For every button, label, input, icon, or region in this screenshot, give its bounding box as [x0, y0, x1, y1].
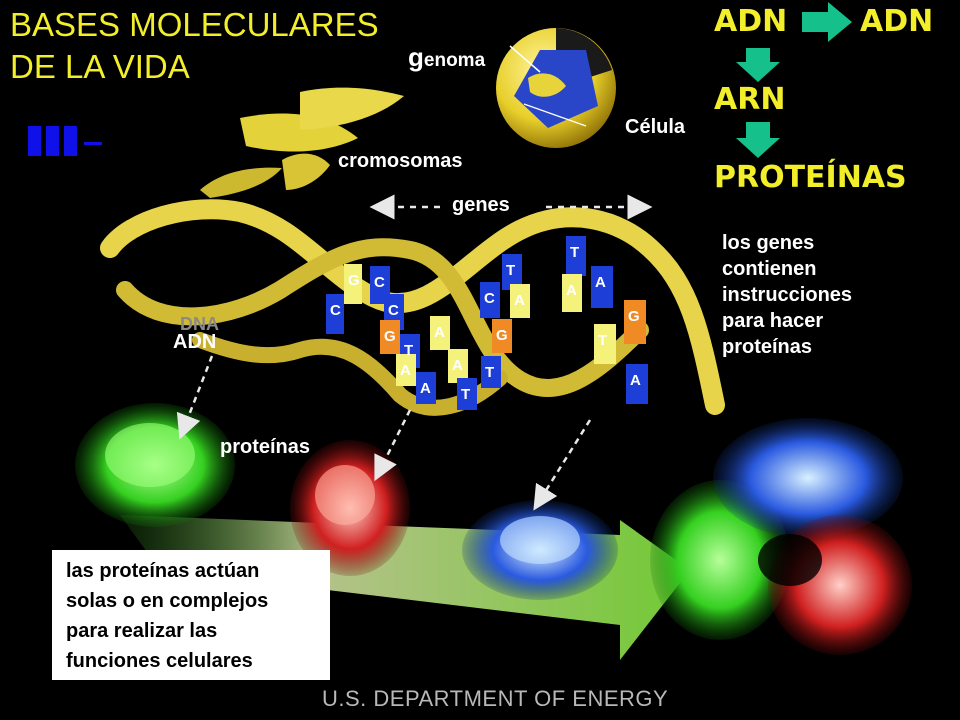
dna-base-letter: T: [485, 364, 495, 381]
flow-rna: ARN: [714, 82, 786, 117]
dna-base-rung: [510, 284, 530, 318]
genes-note-line: contienen: [722, 258, 817, 280]
label-cell: Célula: [625, 116, 686, 138]
helix-icon: [100, 199, 725, 416]
chromosome-icon: [200, 87, 404, 198]
protein-blob-icon: [462, 500, 618, 600]
label-genome-rest: enoma: [423, 50, 486, 71]
dna-base-rung: [624, 300, 646, 344]
protein-blob-icon: [75, 403, 235, 527]
dna-base-rung: [562, 274, 582, 312]
pointer-arrow: [533, 419, 592, 511]
protein-note-line: funciones celulares: [66, 650, 253, 672]
dna-base-letter: G: [348, 272, 360, 289]
label-dna: ADN: [173, 331, 217, 353]
dna-base-rung: [492, 319, 512, 353]
protein-blob-icon: [290, 440, 410, 576]
dna-base-letter: T: [506, 262, 516, 279]
dna-base-rung: [416, 372, 436, 404]
dna-base-letter: T: [461, 386, 471, 403]
label-genome: genoma: [408, 42, 485, 73]
flow-dna-left: ADN: [714, 4, 788, 39]
dna-base-rung: [502, 254, 522, 290]
dna-base-letter: A: [514, 292, 525, 309]
dna-base-letter: A: [595, 274, 606, 291]
label-proteins: proteínas: [220, 436, 311, 458]
dna-base-rung: [566, 236, 586, 276]
dna-base-rung: [591, 266, 613, 308]
dna-base-rung: [430, 316, 450, 350]
logo-bars-icon: [28, 126, 102, 156]
dna-base-letter: T: [404, 342, 414, 359]
dna-base-rung: [380, 320, 400, 354]
label-dna-faded: DNA: [180, 314, 219, 334]
dna-base-rung: [344, 264, 362, 304]
pointer-arrow: [176, 355, 214, 440]
flow-arrow-right-icon: [802, 2, 852, 42]
dna-base-letter: A: [452, 357, 463, 374]
dna-base-letter: A: [630, 372, 641, 389]
protein-note-line: para realizar las: [66, 620, 218, 642]
genes-note-line: proteínas: [722, 336, 813, 358]
genes-note-line: los genes: [722, 232, 815, 254]
dna-base-letter: G: [628, 308, 640, 325]
dna-base-letter: T: [598, 332, 608, 349]
genes-note: los genes contienen instrucciones para h…: [722, 230, 852, 360]
flow-dna-right: ADN: [860, 4, 934, 39]
dna-base-letter: A: [420, 380, 431, 397]
protein-note-box: las proteínas actúan solas o en complejo…: [52, 550, 330, 680]
dna-base-letter: G: [384, 328, 396, 345]
cell-icon: [496, 28, 616, 148]
slide-title-line1: BASES MOLECULARES: [10, 6, 379, 43]
dna-base-rung: [481, 356, 501, 388]
protein-note-line: solas o en complejos: [66, 590, 269, 612]
protein-complex-icon: [650, 418, 912, 655]
dna-base-letter: T: [570, 244, 580, 261]
dna-base-rung: [326, 294, 344, 334]
dna-base-rung: [594, 324, 616, 364]
dna-base-rung: [480, 282, 500, 318]
slide-title-line2: DE LA VIDA: [10, 48, 190, 85]
credit-text: U.S. DEPARTMENT OF ENERGY: [322, 686, 669, 711]
pointer-arrow: [374, 409, 412, 482]
slide-title: BASES MOLECULARES DE LA VIDA: [10, 4, 379, 88]
dna-base-rung: [457, 378, 477, 410]
dna-base-rung: [626, 364, 648, 404]
label-genes: genes: [452, 194, 510, 216]
dna-base-letter: C: [388, 302, 399, 319]
dna-base-letter: A: [434, 324, 445, 341]
flow-arrow-down-icon: [736, 122, 780, 158]
flow-arrow-down-icon: [736, 48, 780, 82]
dna-base-rung: [396, 354, 416, 386]
label-genome-initial: g: [408, 42, 424, 72]
dna-base-letter: A: [566, 282, 577, 299]
dna-base-letter: G: [496, 327, 508, 344]
flow-proteins: PROTEÍNAS: [714, 160, 907, 195]
genes-note-line: para hacer: [722, 310, 824, 332]
label-chromosomes: cromosomas: [338, 150, 463, 172]
dna-base-rung: [448, 349, 468, 383]
dna-base-letter: A: [400, 362, 411, 379]
dna-base-letter: C: [330, 302, 341, 319]
genes-note-line: instrucciones: [722, 284, 853, 306]
dna-base-letter: C: [484, 290, 495, 307]
dna-base-letter: C: [374, 274, 385, 291]
protein-note-line: las proteínas actúan: [66, 560, 260, 582]
